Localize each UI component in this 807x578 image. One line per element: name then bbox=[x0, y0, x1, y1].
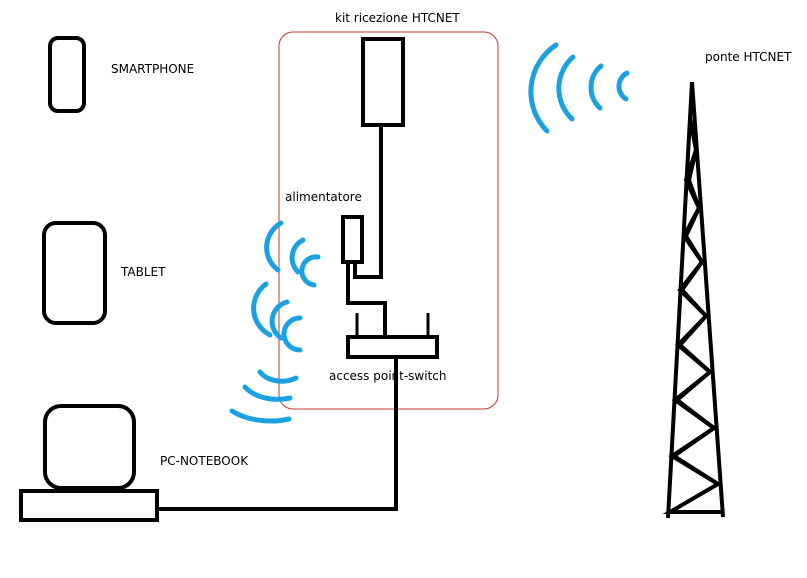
kit-cable bbox=[353, 125, 383, 279]
pc-monitor-shape bbox=[43, 404, 136, 490]
pc-base-shape bbox=[19, 489, 159, 522]
kit-antenna-shape bbox=[361, 37, 405, 127]
access-point-shape bbox=[346, 335, 439, 359]
kit-enclosure bbox=[278, 31, 499, 410]
kit-wifi-signal bbox=[528, 42, 630, 134]
access-point-label: access point-switch bbox=[329, 369, 447, 383]
smartphone-shape bbox=[48, 36, 86, 113]
ponte-tower bbox=[662, 81, 725, 519]
alimentatore-cable bbox=[346, 262, 387, 337]
pc-cable bbox=[157, 357, 398, 511]
ponte-label: ponte HTCNET bbox=[705, 50, 792, 64]
tablet-label: TABLET bbox=[121, 265, 166, 279]
ap-wifi-signal bbox=[229, 220, 321, 424]
alimentatore-shape bbox=[341, 215, 364, 264]
pc-notebook-label: PC-NOTEBOOK bbox=[160, 454, 249, 468]
tablet-shape bbox=[42, 221, 107, 325]
alimentatore-label: alimentatore bbox=[285, 190, 362, 204]
smartphone-label: SMARTPHONE bbox=[111, 62, 195, 76]
kit-label: kit ricezione HTCNET bbox=[335, 11, 460, 25]
